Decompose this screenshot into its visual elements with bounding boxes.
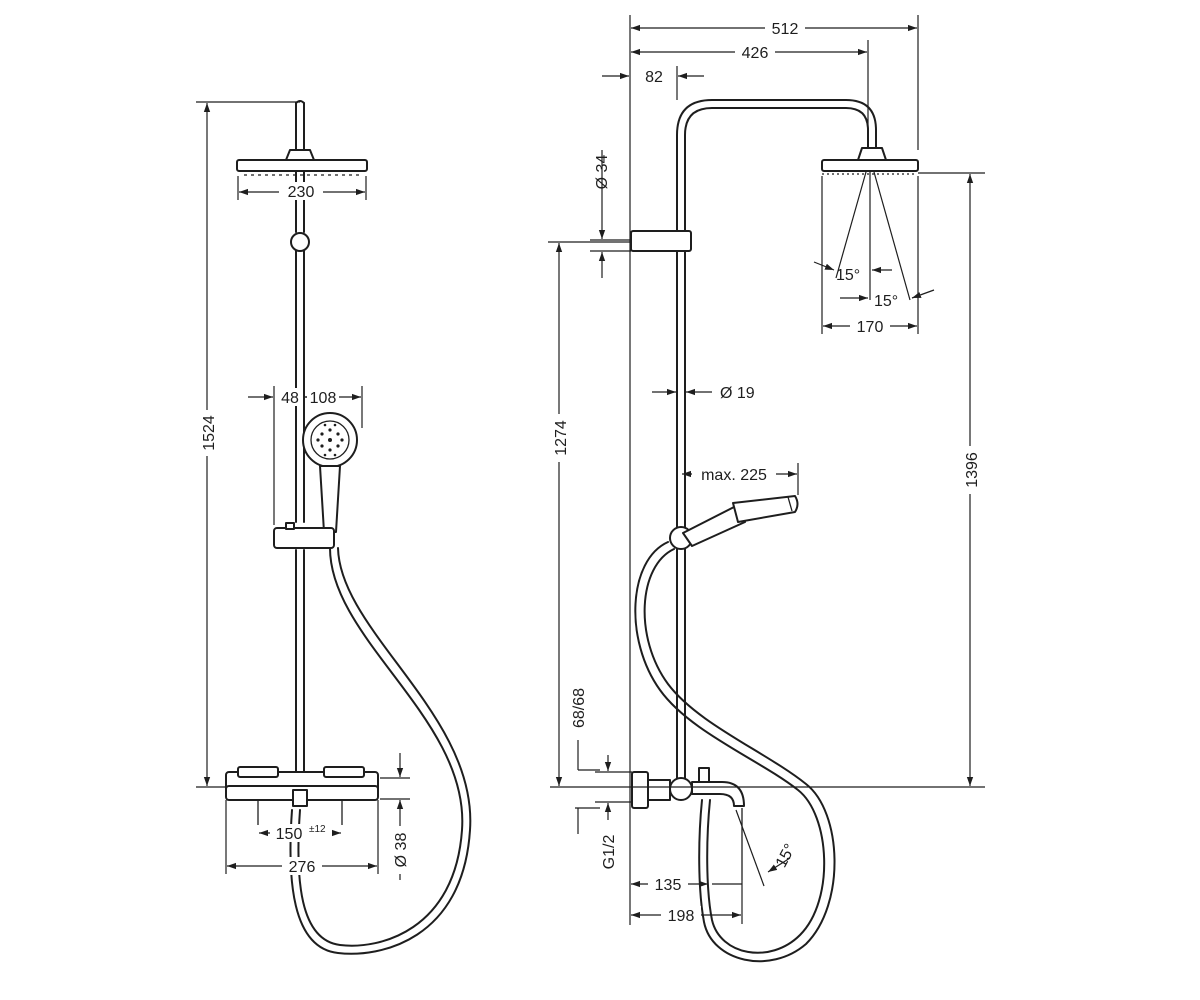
side-handshower-reach-label: max. 225: [701, 467, 767, 484]
side-head-diameter-label: 170: [857, 319, 884, 336]
side-head-height-label: 1396: [964, 452, 981, 488]
side-dim-g12: [575, 807, 600, 834]
side-dim-1274: [548, 241, 630, 786]
side-dim-225: [682, 463, 799, 495]
front-slider: [273, 527, 335, 549]
front-center-label: 150: [276, 826, 303, 843]
side-spray-cone: [813, 171, 935, 334]
side-spray-angle-outer-label: 15°: [874, 293, 898, 310]
front-hose: [297, 547, 464, 947]
side-connection-spacing-label: 68/68: [571, 688, 588, 728]
side-riser-height-label: 1274: [553, 420, 570, 456]
front-thermostat: [225, 766, 379, 825]
side-hose: [634, 541, 826, 954]
side-riser-diameter-label: Ø 19: [720, 385, 755, 402]
side-dim-170: [823, 317, 917, 335]
front-dim-150: [259, 824, 341, 842]
side-dim-512: [631, 15, 919, 150]
side-wall-bracket: [630, 230, 692, 252]
front-handshower-diameter-label: 108: [310, 390, 337, 407]
front-view: 1524 230 48 108 150 ±12: [196, 100, 472, 955]
side-dim-135: [631, 875, 742, 893]
side-dim-198: [631, 880, 743, 924]
side-spray-angle-inner-label: 15°: [836, 267, 860, 284]
side-total-projection-label: 512: [772, 21, 799, 38]
side-dim-34: [590, 150, 631, 278]
side-overhead-shower: [821, 147, 919, 175]
side-hand-shower: [669, 495, 799, 550]
side-bracket-diameter-label: Ø 34: [594, 155, 611, 190]
front-dim-1524: [196, 101, 300, 788]
side-dim-1396: [918, 172, 985, 786]
front-handshower-offset-label: 48: [281, 390, 299, 407]
front-center-tolerance: ±12: [309, 824, 326, 835]
front-width-label: 276: [289, 859, 316, 876]
side-connection-thread-label: G1/2: [601, 835, 618, 870]
front-dim-48-108: [248, 386, 363, 525]
front-overhead-shower: [236, 100, 368, 176]
front-diameter-label: Ø 38: [393, 833, 410, 868]
side-view: 15° 15° 512: [548, 15, 985, 963]
side-riser-and-arm: [676, 99, 877, 779]
side-dim-426: [631, 40, 869, 148]
side-dim-68-68: [577, 740, 632, 820]
front-dim-230: [237, 176, 367, 200]
front-head-width-label: 230: [288, 184, 315, 201]
side-spout-short-label: 135: [655, 877, 682, 894]
front-height-label: 1524: [201, 415, 218, 451]
side-spout-long-label: 198: [668, 908, 695, 925]
side-dim-spout-angle: [735, 809, 791, 887]
side-arm-length-label: 426: [742, 45, 769, 62]
front-hand-shower: [302, 412, 358, 533]
front-dim-38: [380, 753, 410, 880]
front-dim-276: [225, 800, 379, 875]
side-dim-82: [602, 66, 704, 100]
side-wall-offset-label: 82: [645, 69, 663, 86]
side-bath-mixer: [631, 767, 745, 880]
front-riser-rail: [290, 170, 310, 773]
